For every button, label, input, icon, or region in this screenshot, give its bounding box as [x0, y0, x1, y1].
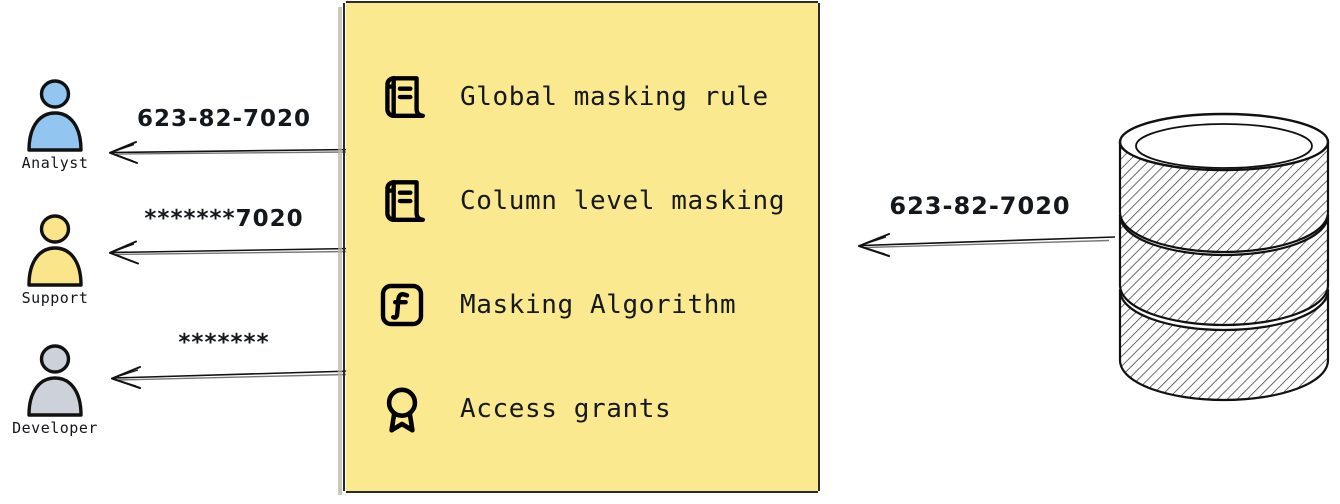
policy-item-label: Masking Algorithm — [460, 290, 737, 320]
flow-label-developer: ******* — [178, 330, 270, 356]
flow-label-analyst: 623-82-7020 — [136, 106, 312, 132]
flow-analyst: 623-82-7020 — [96, 106, 352, 166]
persona-analyst: Analyst — [0, 78, 110, 172]
persona-label: Analyst — [21, 154, 89, 172]
persona-label: Support — [21, 289, 89, 307]
arrow-left-icon — [109, 240, 352, 265]
function-icon — [376, 279, 428, 331]
policy-panel: Global masking rule Column level masking — [338, 1, 820, 495]
panel-border-left — [343, 3, 345, 491]
award-icon — [376, 383, 428, 435]
flow-label-support: *******7020 — [144, 206, 304, 232]
flow-developer: ******* — [96, 330, 352, 390]
persona-developer: Developer — [0, 343, 110, 437]
panel-border-right — [818, 3, 820, 491]
persona-label: Developer — [12, 419, 98, 437]
panel-shadow — [338, 7, 342, 495]
policy-item-masking-algorithm[interactable]: Masking Algorithm — [376, 253, 806, 357]
scroll-icon — [376, 71, 428, 123]
policy-item-column-level-masking[interactable]: Column level masking — [376, 149, 806, 253]
flow-label-source: 623-82-7020 — [889, 192, 1071, 220]
panel-border-top — [346, 1, 818, 3]
policy-item-global-masking-rule[interactable]: Global masking rule — [376, 45, 806, 149]
scroll-icon — [376, 175, 428, 227]
panel-border-bottom — [346, 491, 818, 493]
person-icon — [27, 79, 83, 152]
person-icon — [27, 214, 83, 287]
policy-item-label: Access grants — [460, 394, 672, 424]
person-icon — [27, 344, 83, 417]
flow-support: *******7020 — [96, 206, 352, 266]
policy-item-label: Global masking rule — [460, 82, 769, 112]
arrow-left-icon — [111, 366, 352, 389]
arrow-left-icon — [109, 141, 352, 164]
policy-item-label: Column level masking — [460, 186, 786, 216]
policy-item-access-grants[interactable]: Access grants — [376, 357, 806, 461]
arrow-left-icon — [858, 233, 1115, 257]
policy-list: Global masking rule Column level masking — [376, 45, 806, 461]
persona-support: Support — [0, 213, 110, 307]
flow-database-to-panel: 623-82-7020 — [845, 192, 1115, 262]
database-icon — [1108, 112, 1340, 402]
